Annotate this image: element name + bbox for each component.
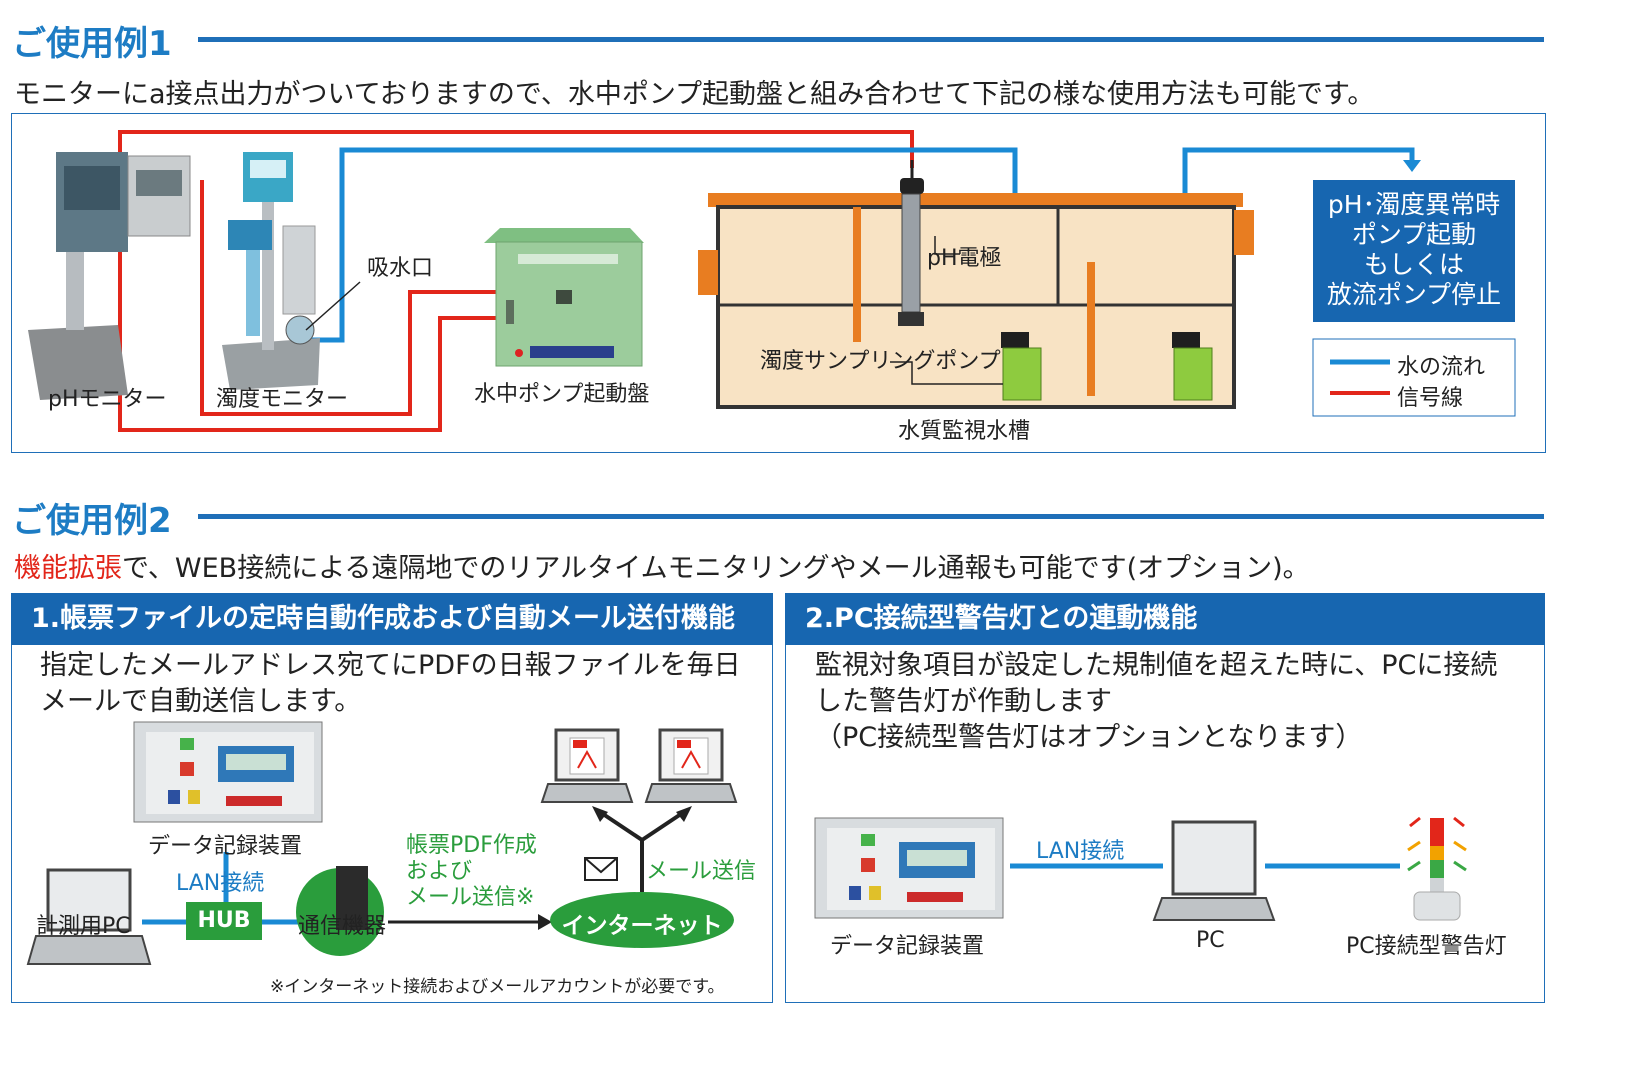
ph-monitor-photo	[28, 152, 191, 400]
panel1-header: 1.帳票ファイルの定時自動作成および自動メール送付機能	[11, 593, 773, 645]
p1-measurement-pc-icon	[26, 868, 152, 965]
p2-lan-label: LAN接続	[1036, 839, 1125, 864]
label-ph-electrode: pH電極	[927, 246, 1002, 271]
panel2-body-1: 監視対象項目が設定した規制値を超えた時に、PCに接続	[815, 650, 1498, 681]
p1-internet-label: インターネット	[561, 913, 723, 939]
section1-diagram-frame	[11, 113, 1546, 453]
legend-box	[1312, 338, 1516, 417]
section2-lead: 機能拡張で、WEB接続による遠隔地でのリアルタイムモニタリングやメール通報も可能…	[14, 546, 1310, 585]
p1-mail-send-label: メール送信	[646, 859, 757, 884]
panel1-body-1: 指定したメールアドレス宛てにPDFの日報ファイルを毎日	[40, 650, 741, 681]
water-tank	[698, 160, 1254, 409]
p1-hub-label: HUB	[197, 908, 251, 933]
p2-warning-light-icon	[1407, 816, 1467, 921]
label-turbidity-monitor: 濁度モニター	[216, 387, 349, 412]
alert-box: pH･濁度異常時 ポンプ起動 もしくは 放流ポンプ停止	[1313, 180, 1515, 322]
alert-line-3: もしくは	[1363, 250, 1464, 279]
panel1-body-2: メールで自動送信します。	[40, 686, 362, 717]
p1-pdf-note-3: メール送信※	[406, 885, 535, 910]
label-tank: 水質監視水槽	[898, 419, 1031, 444]
panel2-header: 2.PC接続型警告灯との連動機能	[785, 593, 1545, 645]
p1-hub-box	[186, 902, 262, 940]
p1-pdf-laptop-right-icon	[644, 728, 738, 803]
p1-lan-label: LAN接続	[176, 871, 265, 896]
label-intake: 吸水口	[367, 256, 434, 281]
alert-line-2: ポンプ起動	[1351, 220, 1477, 249]
mail-icon	[584, 857, 618, 881]
p1-internet-ellipse	[550, 892, 734, 948]
section1-title: ご使用例1	[12, 24, 172, 64]
label-ph-monitor: pHモニター	[48, 387, 167, 412]
section2-title: ご使用例2	[12, 501, 172, 541]
p1-data-logger-label: データ記録装置	[148, 834, 303, 859]
label-pump-panel: 水中ポンプ起動盤	[474, 382, 650, 407]
p2-warning-light-label: PC接続型警告灯	[1346, 934, 1507, 959]
label-sampling-pump: 濁度サンプリングポンプ	[760, 349, 1001, 374]
pump-panel-photo	[484, 228, 644, 367]
p1-pdf-note-1: 帳票PDF作成	[406, 833, 537, 858]
p2-pc-icon	[1152, 820, 1276, 921]
p1-pdf-laptop-left-icon	[540, 728, 634, 803]
section1-rule	[198, 37, 1544, 42]
panel2-body-2: した警告灯が作動します	[815, 686, 1112, 717]
legend-water-label: 水の流れ	[1397, 355, 1486, 380]
p2-data-logger-photo	[814, 817, 1004, 919]
p1-pdf-note-2: および	[406, 859, 473, 884]
p2-data-logger-label: データ記録装置	[830, 934, 985, 959]
lead-rest: で、WEB接続による遠隔地でのリアルタイムモニタリングやメール通報も可能です(オ…	[122, 553, 1310, 584]
section1-diagram	[28, 130, 1516, 432]
alert-line-1: pH･濁度異常時	[1327, 190, 1501, 219]
flow-arrow-icon	[1403, 160, 1421, 172]
turbidity-monitor-photo	[222, 152, 361, 390]
p1-comm-device-icon	[296, 866, 384, 956]
p1-footnote: ※インターネット接続およびメールアカウントが必要です。	[270, 977, 725, 997]
p1-pc-label: 計測用PC	[36, 914, 131, 939]
legend-signal-label: 信号線	[1397, 386, 1464, 411]
p2-pc-label: PC	[1196, 928, 1225, 953]
p1-data-logger-photo	[133, 721, 323, 823]
panel2-body-3: （PC接続型警告灯はオプションとなります）	[815, 722, 1363, 753]
section1-lead: モニターにa接点出力がついておりますので、水中ポンプ起動盤と組み合わせて下記の様…	[14, 79, 1375, 110]
p1-comm-label: 通信機器	[298, 914, 387, 939]
lead-highlight: 機能拡張	[14, 553, 122, 584]
section2-rule	[198, 514, 1544, 519]
alert-line-4: 放流ポンプ停止	[1326, 280, 1502, 309]
